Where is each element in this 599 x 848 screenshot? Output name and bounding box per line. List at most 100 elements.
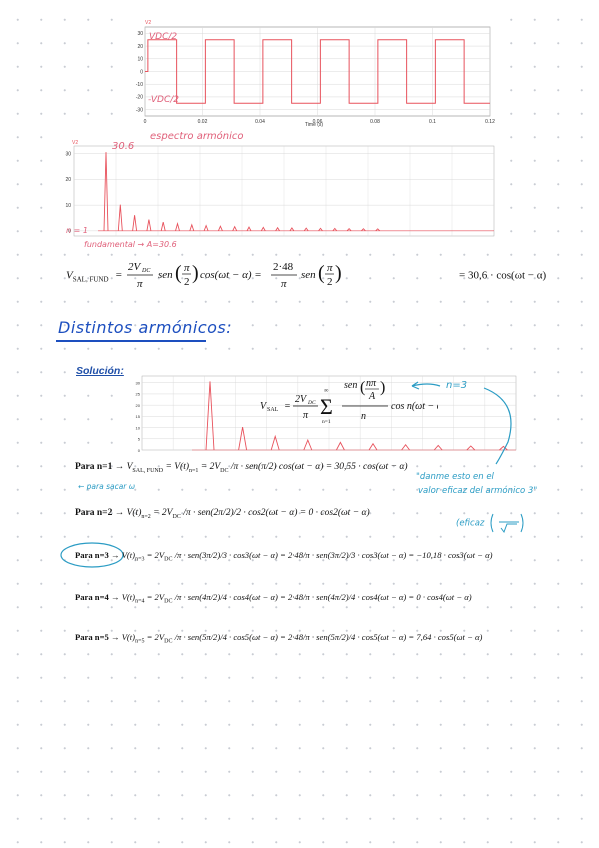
y-tick-label: 10 bbox=[65, 203, 71, 209]
harmonic-bar bbox=[132, 215, 138, 231]
line-n5-sub2: n=5 bbox=[135, 638, 145, 645]
svg-text:): ) bbox=[335, 262, 342, 284]
title-underline bbox=[56, 340, 206, 342]
note-right-line2: valor eficaz del armónico 3" bbox=[418, 486, 538, 496]
solution-label: Solución: bbox=[76, 365, 124, 377]
harmonic-bar bbox=[336, 441, 345, 451]
line-n1: Para n=1 → VSAL, FUND = V(t)n=1 = 2VDC /… bbox=[75, 462, 408, 474]
line-n2-prefix: Para n=2 → bbox=[75, 508, 125, 518]
line-n1-prefix: Para n=1 → bbox=[75, 462, 125, 472]
x-tick-label: 0.1 bbox=[429, 119, 436, 125]
harmonic-bar bbox=[205, 381, 215, 451]
fund-lhs-sub: SAL, FUND bbox=[72, 275, 109, 284]
harmonic-bar bbox=[146, 219, 152, 231]
x-tick-label: 0.12 bbox=[485, 119, 495, 125]
x-tick-label: 0.02 bbox=[198, 119, 208, 125]
y-tick-label: 10 bbox=[137, 57, 143, 63]
svg-text:DC: DC bbox=[141, 268, 151, 274]
harmonic-bar bbox=[318, 227, 323, 232]
y-tick-label: -20 bbox=[136, 95, 143, 101]
line-n1-tail: = 2V bbox=[200, 462, 221, 472]
y-tick-label: 20 bbox=[65, 177, 71, 183]
svg-text:π: π bbox=[184, 262, 190, 274]
svg-text:2V: 2V bbox=[128, 261, 142, 273]
line-n3-end: /π · sen(3π/2)/3 · cos3(ωt − α) = 2·48/π… bbox=[174, 550, 493, 560]
svg-text:sen: sen bbox=[301, 269, 316, 281]
svg-text:2·48: 2·48 bbox=[273, 261, 294, 273]
svg-text:cos n(ωt − α): cos n(ωt − α) bbox=[391, 401, 438, 412]
svg-text:2V: 2V bbox=[295, 394, 308, 405]
annotation-fundamental: fundamental → A=30.6 bbox=[84, 240, 177, 249]
y-tick-label: 20 bbox=[136, 403, 141, 408]
note-n3: n=3 bbox=[446, 380, 468, 391]
harmonic-bar bbox=[270, 434, 280, 451]
harmonic-bar bbox=[361, 228, 366, 232]
svg-text:π: π bbox=[281, 278, 287, 290]
line-n3-prefix: Para n=3 → bbox=[75, 550, 120, 560]
svg-text:n=1: n=1 bbox=[322, 419, 331, 425]
eficaz-fraction-sketch bbox=[490, 513, 524, 534]
note-arrows bbox=[411, 381, 512, 465]
handwritten-title: Distintos armónicos: bbox=[58, 318, 233, 337]
line-n1-v: V bbox=[126, 462, 133, 472]
square-wave-trace bbox=[145, 39, 490, 104]
line-n4-sub2: n=4 bbox=[135, 598, 145, 605]
annotation-n1: n = 1 bbox=[66, 226, 88, 235]
vsal-lhs: V bbox=[260, 401, 268, 412]
y-tick-label: 30 bbox=[65, 152, 71, 158]
series-label: V2 bbox=[72, 140, 78, 146]
series-label: V2 bbox=[145, 20, 151, 26]
svg-text:2: 2 bbox=[327, 276, 333, 288]
harmonic-bar bbox=[189, 223, 195, 231]
y-tick-label: 5 bbox=[138, 437, 141, 442]
annotation-peak: 30.6 bbox=[112, 141, 135, 152]
harmonic-bar bbox=[217, 225, 223, 232]
svg-text:(: ( bbox=[318, 262, 325, 284]
line-n5-vt: V(t) bbox=[121, 632, 136, 642]
line-n4: Para n=4 → V(t)n=4 = 2VDC /π · sen(4π/2)… bbox=[75, 592, 472, 605]
x-tick-label: 0 bbox=[144, 119, 147, 125]
fund-result: = 30,6 · cos(ωt − α) bbox=[459, 269, 547, 282]
fund-lhs: V bbox=[66, 269, 73, 282]
line-n1-end: /π · sen(π/2) cos(ωt − α) = 30,55 · cos(… bbox=[230, 462, 408, 472]
line-n5-tail-sub: DC bbox=[164, 638, 173, 645]
svg-text:(: ( bbox=[175, 262, 182, 284]
y-tick-label: 0 bbox=[140, 69, 143, 75]
harmonic-bar bbox=[499, 445, 508, 451]
svg-text:π: π bbox=[303, 410, 309, 421]
harmonic-bar bbox=[203, 224, 209, 232]
harmonic-bars bbox=[98, 152, 494, 232]
annotation-vdc-bottom: -VDC/2 bbox=[148, 95, 180, 105]
harmonic-bar bbox=[175, 221, 180, 231]
line-n5-end: /π · sen(5π/2)/4 · cos5(ωt − α) = 2·48/π… bbox=[174, 632, 483, 642]
harmonic-bar bbox=[401, 443, 410, 451]
harmonic-bar bbox=[332, 227, 338, 232]
y-tick-label: -30 bbox=[136, 107, 143, 113]
line-n1-sub: SAL, FUND bbox=[132, 467, 164, 474]
x-axis-label: Time (s) bbox=[305, 122, 323, 128]
svg-text:sen: sen bbox=[158, 269, 173, 281]
y-tick-label: 30 bbox=[136, 381, 141, 386]
annotation-spectrum: espectro armónico bbox=[150, 131, 244, 142]
line-n2-end: /π · sen(2π/2)/2 · cos2(ωt − α) = 0 · co… bbox=[183, 508, 370, 518]
note-right-line1: "danme esto en el bbox=[416, 472, 494, 482]
y-tick-label: 15 bbox=[136, 414, 141, 419]
line-n2: Para n=2 → V(t)n=2 = 2VDC /π · sen(2π/2)… bbox=[75, 508, 370, 520]
plot-grid bbox=[144, 26, 491, 117]
harmonic-bar bbox=[368, 442, 378, 451]
y-tick-label: 0 bbox=[138, 448, 141, 453]
harmonic-bar bbox=[238, 427, 248, 451]
harmonic-bar bbox=[346, 227, 352, 232]
svg-text:π: π bbox=[137, 278, 143, 290]
svg-text:DC: DC bbox=[307, 400, 316, 406]
